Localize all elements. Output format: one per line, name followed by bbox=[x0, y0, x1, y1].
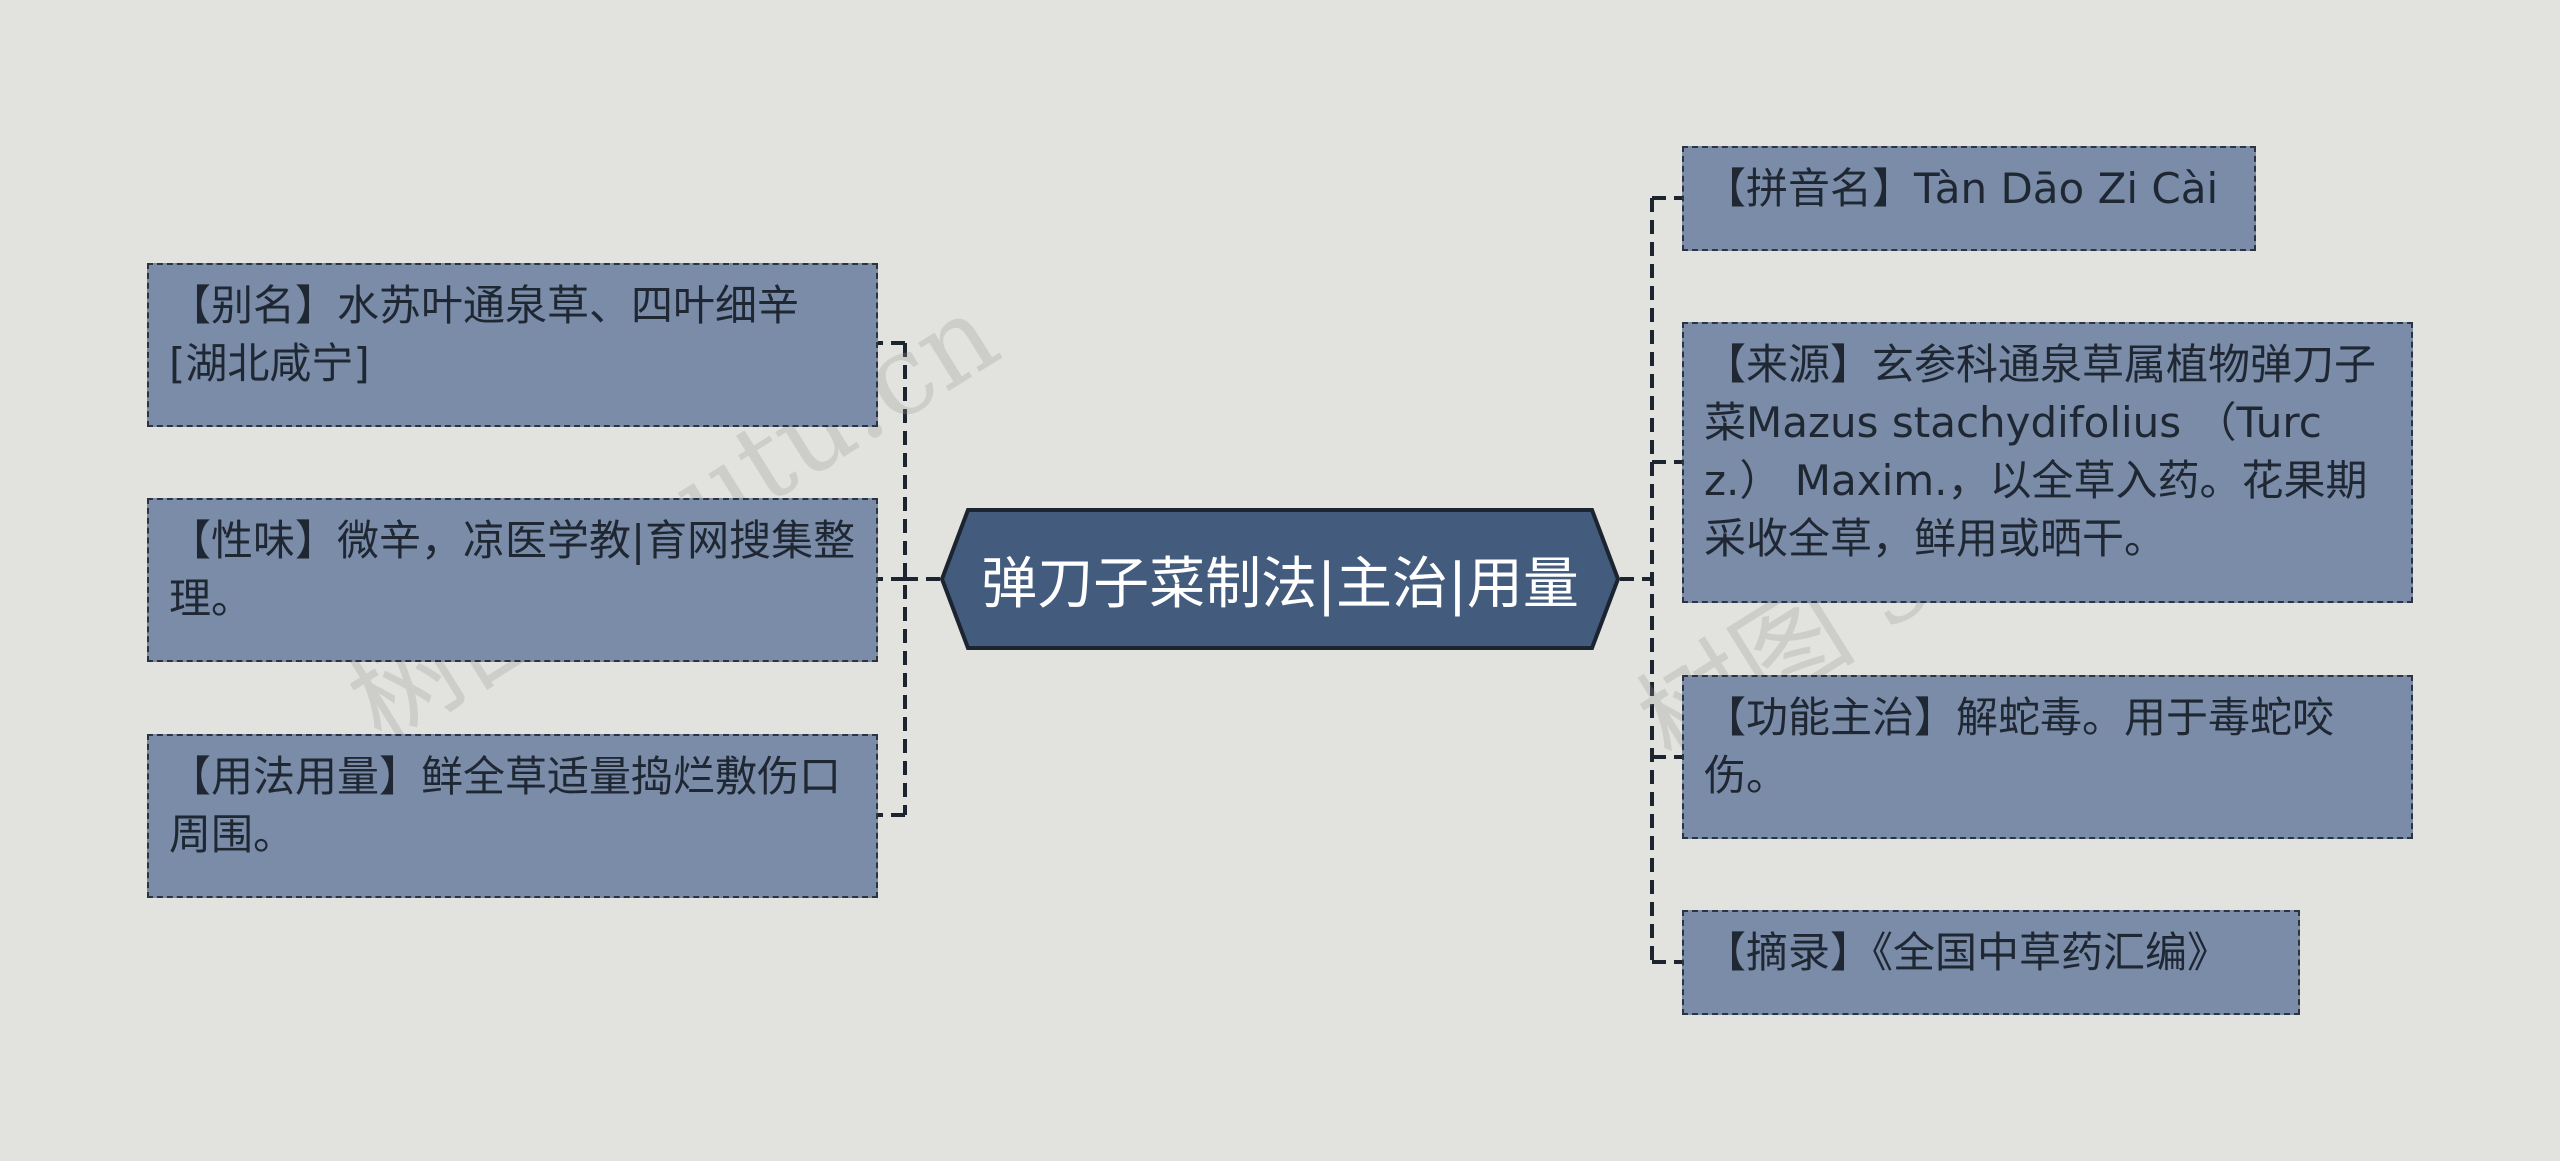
center-node-title: 弹刀子菜制法|主治|用量 bbox=[981, 551, 1579, 617]
right-node-function[interactable]: 【功能主治】解蛇毒。用于毒蛇咬伤。 bbox=[1682, 675, 2413, 839]
center-node[interactable]: 弹刀子菜制法|主治|用量 bbox=[940, 508, 1620, 650]
right-node-source[interactable]: 【来源】玄参科通泉草属植物弹刀子菜Mazus stachydifolius （T… bbox=[1682, 322, 2413, 603]
left-node-usage-text: 【用法用量】鲜全草适量捣烂敷伤口周围。 bbox=[169, 752, 842, 859]
right-node-excerpt-text: 【摘录】《全国中草药汇编》 bbox=[1704, 928, 2230, 977]
left-node-usage[interactable]: 【用法用量】鲜全草适量捣烂敷伤口周围。 bbox=[147, 734, 878, 898]
right-node-source-text: 【来源】玄参科通泉草属植物弹刀子菜Mazus stachydifolius （T… bbox=[1704, 340, 2377, 563]
left-node-properties[interactable]: 【性味】微辛，凉医学教|育网搜集整理。 bbox=[147, 498, 878, 662]
right-node-pinyin-text: 【拼音名】Tàn Dāo Zi Cài bbox=[1704, 164, 2219, 213]
right-node-function-text: 【功能主治】解蛇毒。用于毒蛇咬伤。 bbox=[1704, 693, 2335, 800]
center-node-shape bbox=[940, 508, 1620, 650]
left-node-alias-text: 【别名】水苏叶通泉草、四叶细辛[湖北咸宁] bbox=[169, 281, 800, 388]
right-node-pinyin[interactable]: 【拼音名】Tàn Dāo Zi Cài bbox=[1682, 146, 2256, 251]
right-node-excerpt[interactable]: 【摘录】《全国中草药汇编》 bbox=[1682, 910, 2300, 1015]
left-node-alias[interactable]: 【别名】水苏叶通泉草、四叶细辛[湖北咸宁] bbox=[147, 263, 878, 427]
left-node-properties-text: 【性味】微辛，凉医学教|育网搜集整理。 bbox=[169, 516, 856, 623]
